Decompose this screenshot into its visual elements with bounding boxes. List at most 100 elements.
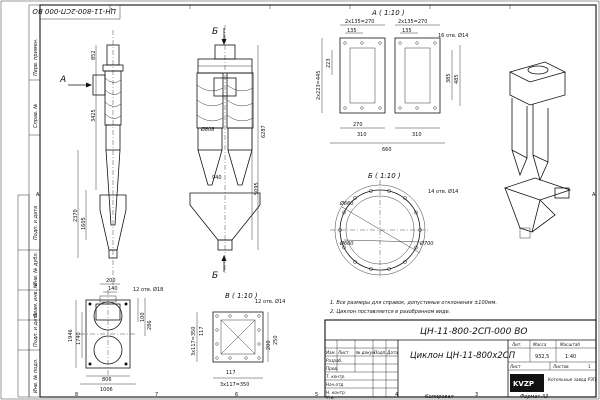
inv-podl-label: Инв. № подл. xyxy=(33,359,39,394)
inv-dubl-label: Инв. № дубл. xyxy=(33,252,39,286)
dim-front: 3425 xyxy=(91,109,97,122)
dim-view-a: 223 xyxy=(326,58,332,68)
dim-top-view: 140 xyxy=(108,286,118,292)
bolt-holes xyxy=(343,41,437,110)
holes-view-b: 14 отв. Ø14 xyxy=(428,188,458,195)
dim-view-v: 3x117=350 xyxy=(220,382,249,388)
stamp-designation: ЦН-11-800-2СП-000 ВО xyxy=(32,7,116,15)
dim-view-a: 2x135=270 xyxy=(398,19,427,25)
drawing-designation: ЦН-11-800-2СП-000 ВО xyxy=(420,327,527,337)
zone-number: 3 xyxy=(475,392,478,398)
dim-front: 2370 xyxy=(73,209,79,222)
side-view: Б Б Ø808 940 6287 5095 xyxy=(189,25,267,281)
title-block: ЦН-11-800-2СП-000 ВО Изм. Лист № докум. … xyxy=(324,319,597,400)
reference-label: Справ. № xyxy=(33,104,39,128)
company-logo: KVZP xyxy=(513,380,534,388)
zone-letter: А xyxy=(36,192,40,198)
side-strip: Перв. примен. Справ. № Подп. и дата Инв.… xyxy=(17,4,41,398)
tb-col: Лист xyxy=(337,350,349,355)
dim-view-a: 385 xyxy=(446,73,452,83)
dim-top-view: 806 xyxy=(102,377,112,383)
zone-letter: А xyxy=(592,192,596,198)
dim-5095: 5095 xyxy=(254,182,260,195)
dim-view-a: 270 xyxy=(353,122,363,128)
dim-view-v: 3x117=350 xyxy=(191,327,197,356)
zone-number: 5 xyxy=(315,392,318,398)
flange-holes xyxy=(338,189,422,271)
dim-view-a: 310 xyxy=(357,132,367,138)
zone-number: 6 xyxy=(235,392,238,398)
bottom-zone-numbers: 8 7 6 5 4 3 xyxy=(75,392,478,398)
holes-top-view: 12 отв. Ø18 xyxy=(133,286,163,293)
tb-sheet: Лист xyxy=(509,364,521,369)
tb-lit: Лит. xyxy=(511,342,522,347)
tb-mass-value: 932,5 xyxy=(535,354,549,360)
drawing-name: Циклон ЦН-11-800х2СП xyxy=(410,351,516,361)
dim-front: 1605 xyxy=(81,217,87,230)
note-line: 2. Циклон поставляется в разобранном вид… xyxy=(330,309,450,315)
dim-view-v: 200 xyxy=(266,340,272,350)
drawing-frame xyxy=(39,4,597,398)
view-b-title: Б ( 1:10 ) xyxy=(368,172,401,180)
view-arrow-a: А xyxy=(59,75,66,85)
zone-number: 4 xyxy=(395,392,398,398)
tb-row: Нач.отд xyxy=(326,382,344,387)
dim-6287: 6287 xyxy=(261,125,267,138)
tb-scale: Масштаб xyxy=(560,342,580,347)
sign-date-label: Подп. и дата xyxy=(33,206,39,240)
view-arrow-b: Б xyxy=(212,27,218,37)
top-view: 200 140 12 отв. Ø18 100 286 1946 1740 80… xyxy=(68,278,163,393)
dim-view-a: 2x223=445 xyxy=(316,71,322,100)
dim-top-view: 1946 xyxy=(68,329,74,342)
holes-view-a: 16 отв. Ø14 xyxy=(438,32,468,39)
vzam-inv-label: Взам. инв. № xyxy=(33,283,39,317)
tb-row: Пров. xyxy=(326,366,338,371)
tb-col: № докум. xyxy=(355,350,377,355)
bolt-holes xyxy=(215,314,261,360)
view-arrow-b-bottom: Б xyxy=(212,271,218,281)
zone-number: 8 xyxy=(75,392,78,398)
dim-top-view: 1006 xyxy=(100,387,113,393)
tb-col: Подп. xyxy=(374,350,387,355)
company-name: Котельные завод РЗП xyxy=(548,377,597,382)
tb-sheets-value: 1 xyxy=(588,364,591,369)
view-a: А ( 1:10 ) 2x135=270 2x135=270 135 135 1… xyxy=(316,9,468,153)
dim-view-a: 660 xyxy=(382,147,392,153)
tb-scale-value: 1:40 xyxy=(565,354,576,360)
dim-view-a: 135 xyxy=(402,28,412,34)
view-v: В ( 1:10 ) 12 отв. Ø14 117 3x117=350 117… xyxy=(191,292,285,388)
tb-row: Разраб. xyxy=(326,358,342,363)
tb-row: Утв. xyxy=(326,395,335,400)
dim-view-v: 117 xyxy=(226,370,236,376)
dim-top-view: 1740 xyxy=(76,332,82,345)
dim-top-view: 286 xyxy=(147,320,153,330)
dim-view-a: 2x135=270 xyxy=(345,19,374,25)
dim-front: 852 xyxy=(91,50,97,60)
view-a-title: А ( 1:10 ) xyxy=(371,9,405,17)
notes: 1. Все размеры для справок, допустимые о… xyxy=(330,300,497,315)
view-v-title: В ( 1:10 ) xyxy=(225,292,258,300)
front-view: А 852 3425 2370 1605 xyxy=(59,30,127,290)
tb-row: Н. контр. xyxy=(326,390,346,395)
tb-col: Дата xyxy=(386,350,398,355)
dim-top-view: 200 xyxy=(106,278,116,284)
dim-view-v: 117 xyxy=(199,326,205,336)
holes-view-v: 12 отв. Ø14 xyxy=(255,298,285,305)
note-line: 1. Все размеры для справок, допустимые о… xyxy=(330,300,497,306)
top-zone-ticks xyxy=(109,5,511,9)
tb-sheets: Листов xyxy=(552,364,569,369)
dim-view-a: 135 xyxy=(347,28,357,34)
tb-col: Изм. xyxy=(326,350,336,355)
copied-label: Копировал xyxy=(425,394,454,400)
dim-940: 940 xyxy=(212,175,222,181)
upside-down-stamp: ЦН-11-800-2СП-000 ВО xyxy=(32,4,121,20)
dim-view-v: 250 xyxy=(273,335,279,345)
tb-row: Т. контр. xyxy=(326,374,345,379)
first-use-label: Перв. примен. xyxy=(33,38,39,76)
format-label: Формат А3 xyxy=(520,394,548,400)
dim-diameter: Ø808 xyxy=(200,126,214,133)
view-b: Б ( 1:10 ) 14 отв. Ø14 Ø660 Ø600 Ø700 xyxy=(330,172,458,280)
zone-number: 7 xyxy=(155,392,158,398)
dim-view-b: Ø660 xyxy=(339,200,353,207)
sign-date-label: Подп. и дата xyxy=(33,313,39,347)
